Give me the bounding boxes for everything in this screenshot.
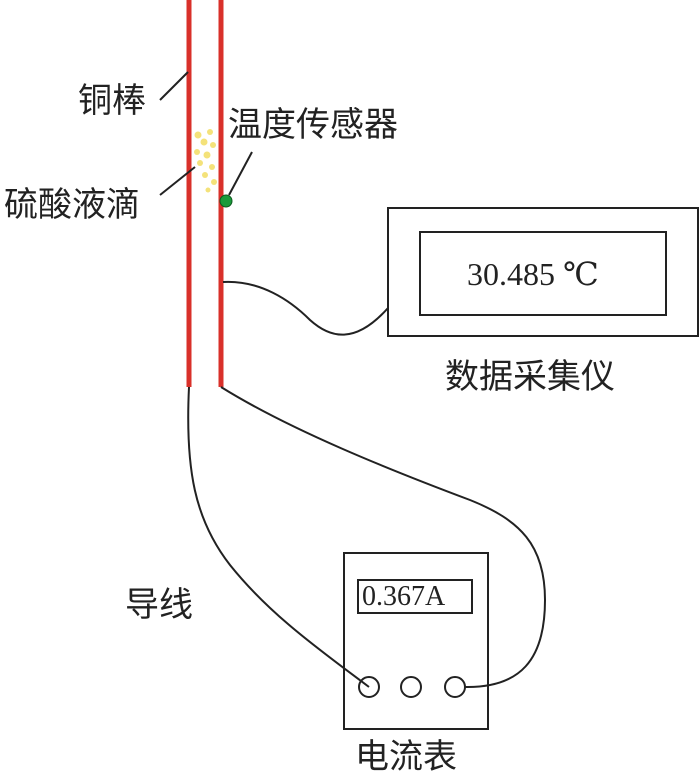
label-acid-drop: 硫酸液滴 [4,185,140,225]
wire-left [187,386,370,688]
wire-right [220,386,547,689]
sensor-cable [222,280,389,336]
current-readout: 0.367A [362,581,446,612]
ammeter-terminal-right [444,676,466,698]
label-data-logger: 数据采集仪 [445,357,615,397]
temperature-sensor-dot [219,194,233,208]
ammeter-terminal-middle [400,676,422,698]
data-logger-screen [419,231,667,316]
label-temperature-sensor: 温度传感器 [228,105,398,145]
ammeter-display [357,579,473,614]
label-ammeter: 电流表 [355,737,457,777]
label-copper-rod: 铜棒 [78,81,146,121]
leader-acid-drop [159,166,196,196]
leader-temp-sensor [228,151,253,196]
label-wire: 导线 [125,585,193,625]
temperature-readout: 30.485 ℃ [467,256,599,292]
acid-droplets [194,129,217,193]
leader-copper-rod [159,71,189,101]
